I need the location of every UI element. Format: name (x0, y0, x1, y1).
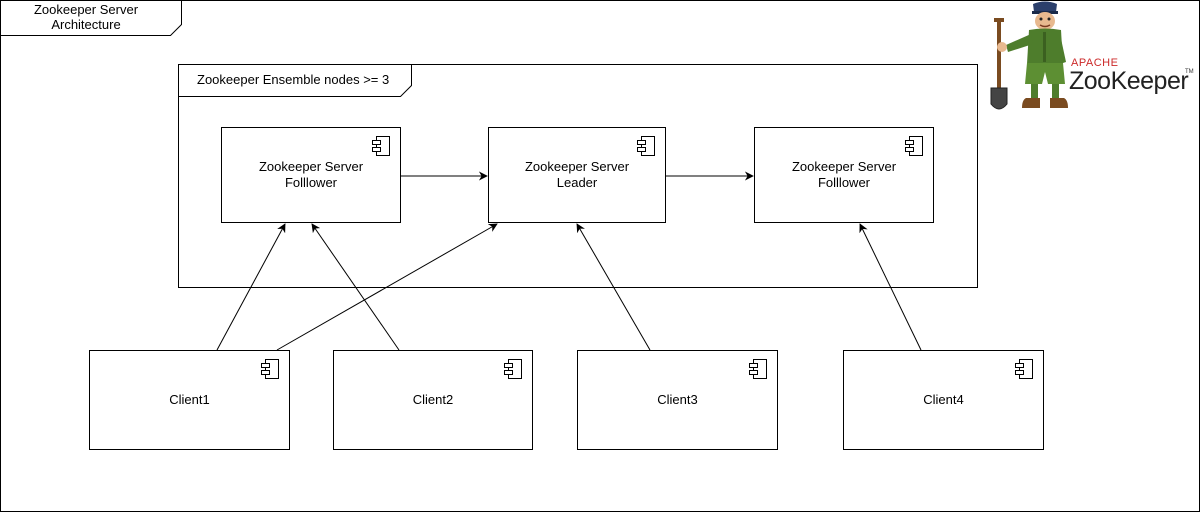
diagram-title: Zookeeper Server Architecture (33, 2, 139, 32)
server-follower-2[interactable]: Zookeeper Server Folllower (754, 127, 934, 223)
component-icon (504, 359, 522, 379)
server-label: Zookeeper Server Leader (524, 159, 630, 190)
zookeeper-mascot-icon (990, 1, 1068, 110)
component-icon (372, 136, 390, 156)
frame-title-tab (0, 0, 182, 36)
server-label: Zookeeper Server Folllower (258, 159, 364, 190)
client1[interactable]: Client1 (89, 350, 290, 450)
component-icon (637, 136, 655, 156)
logo-apache-text: APACHE (1071, 57, 1119, 69)
ensemble-frame (178, 64, 978, 288)
client-label: Client3 (657, 392, 698, 407)
server-leader[interactable]: Zookeeper Server Leader (488, 127, 666, 223)
ensemble-title-tab (178, 64, 412, 97)
logo-trademark: TM (1185, 69, 1194, 75)
component-icon (905, 136, 923, 156)
client-label: Client2 (412, 392, 454, 407)
client-label: Client1 (169, 392, 210, 407)
edge-client4-to-follower2 (859, 223, 922, 351)
edge-client1-to-follower1 (216, 223, 286, 351)
server-label: Zookeeper Server Folllower (791, 159, 897, 190)
client4[interactable]: Client4 (843, 350, 1044, 450)
edge-client3-to-leader (576, 223, 651, 351)
server-follower-1[interactable]: Zookeeper Server Folllower (221, 127, 401, 223)
edge-client2-to-follower1 (311, 223, 400, 351)
logo-name-text: ZooKeeper (1069, 67, 1189, 95)
edge-client1-to-leader (276, 223, 498, 351)
client-label: Client4 (923, 392, 964, 407)
component-icon (749, 359, 767, 379)
component-icon (261, 359, 279, 379)
client2[interactable]: Client2 (333, 350, 533, 450)
component-icon (1015, 359, 1033, 379)
client3[interactable]: Client3 (577, 350, 778, 450)
ensemble-title: Zookeeper Ensemble nodes >= 3 (197, 72, 390, 87)
zookeeper-logo: APACHE ZooKeeper TM (980, 0, 1195, 116)
